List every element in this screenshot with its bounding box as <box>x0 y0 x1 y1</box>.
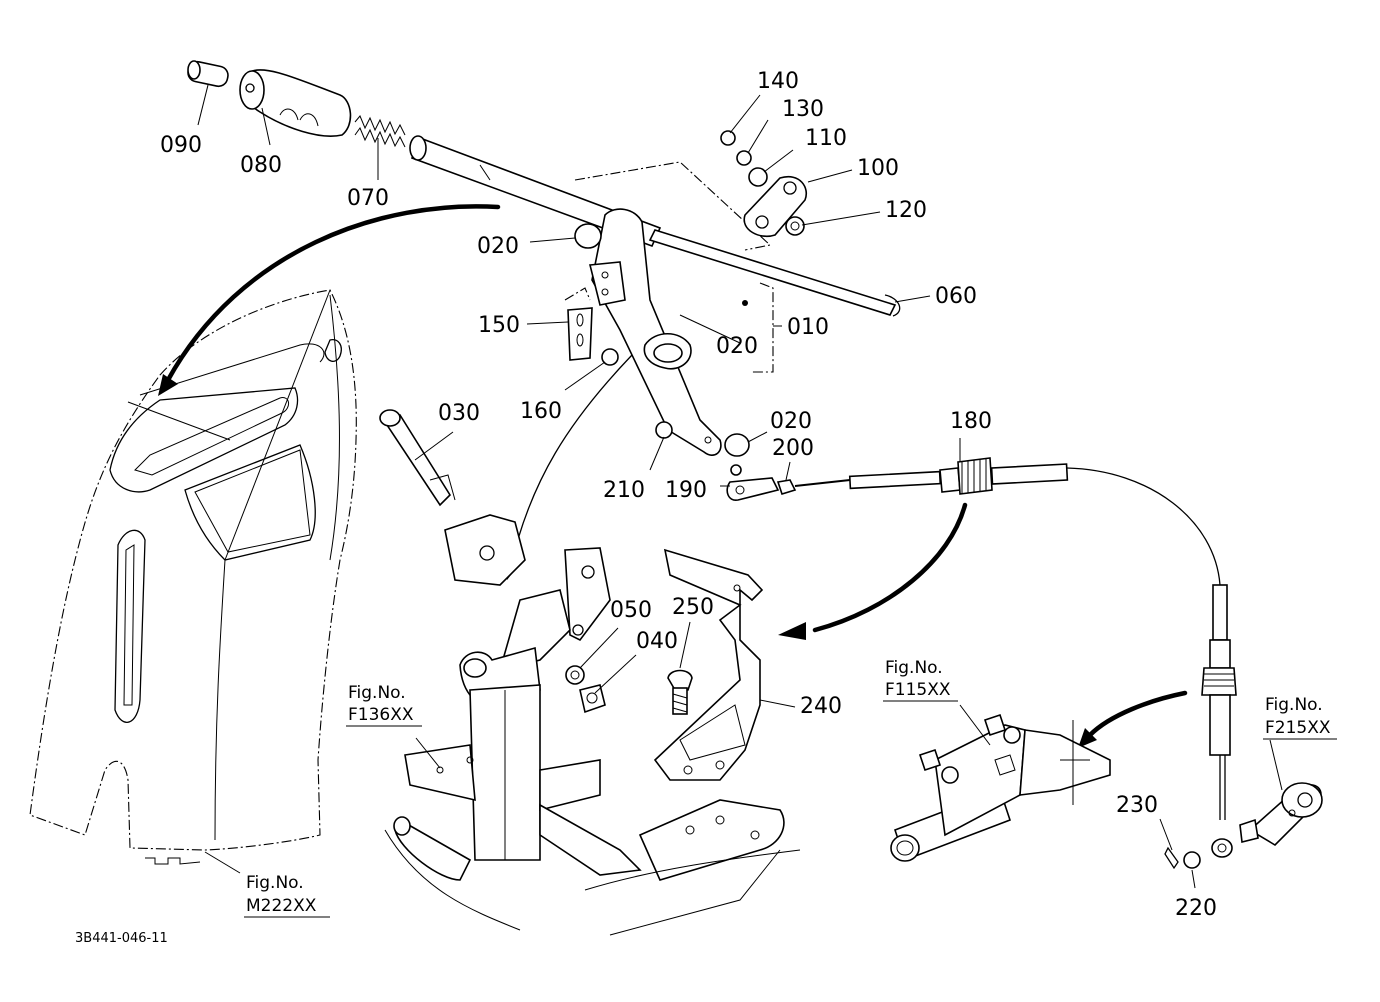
pivot-pin-030 <box>379 409 456 507</box>
callout-010: 010 <box>787 315 829 340</box>
bracket-240 <box>653 548 764 781</box>
callout-190: 190 <box>665 478 707 503</box>
callout-120: 120 <box>885 198 927 223</box>
callout-060: 060 <box>935 284 977 309</box>
transmission-bracket-f115 <box>890 713 1111 862</box>
rod-and-plate <box>574 130 901 317</box>
callout-020-low: 020 <box>770 409 812 434</box>
callout-020-top: 020 <box>477 234 519 259</box>
fig-ref-f215-prefix: Fig.No. <box>1265 695 1323 715</box>
callout-020-mid: 020 <box>716 334 758 359</box>
callout-130: 130 <box>782 97 824 122</box>
callout-030: 030 <box>438 401 480 426</box>
callout-140: 140 <box>757 69 799 94</box>
shift-cable-180 <box>776 457 1237 858</box>
lever-handle-assembly <box>187 60 662 248</box>
callout-080: 080 <box>240 153 282 178</box>
callout-200: 200 <box>772 436 814 461</box>
fig-ref-m222-number: M222XX <box>246 896 317 916</box>
bracket-150 <box>564 287 619 366</box>
fig-ref-f136-number: F136XX <box>348 705 414 725</box>
callout-150: 150 <box>478 313 520 338</box>
callout-240: 240 <box>800 694 842 719</box>
fig-ref-f215-number: F215XX <box>1265 718 1331 738</box>
callout-230: 230 <box>1116 793 1158 818</box>
shift-lever-010 <box>574 208 780 501</box>
callout-220: 220 <box>1175 896 1217 921</box>
callout-110: 110 <box>805 126 847 151</box>
figure-references: Fig.No. F136XX Fig.No. F115XX Fig.No. F2… <box>244 658 1337 918</box>
leader-lines <box>197 84 1283 889</box>
callout-070: 070 <box>347 186 389 211</box>
fig-ref-f115-number: F115XX <box>885 680 951 700</box>
callout-160: 160 <box>520 399 562 424</box>
lever-base-bracket <box>384 514 801 936</box>
callout-050: 050 <box>610 598 652 623</box>
callout-100: 100 <box>857 156 899 181</box>
callout-040: 040 <box>636 629 678 654</box>
assembly-arrows <box>158 204 1188 748</box>
callout-180: 180 <box>950 409 992 434</box>
shift-arm-f215 <box>1164 782 1323 870</box>
fig-ref-m222-prefix: Fig.No. <box>246 873 304 893</box>
callout-labels: 090 080 070 140 130 110 100 120 060 020 … <box>160 69 1217 921</box>
callout-090: 090 <box>160 133 202 158</box>
callout-250: 250 <box>672 595 714 620</box>
fig-ref-f115-prefix: Fig.No. <box>885 658 943 678</box>
callout-210: 210 <box>603 478 645 503</box>
drawing-code: 3B441-046-11 <box>75 931 168 946</box>
fig-ref-f136-prefix: Fig.No. <box>348 683 406 703</box>
console-cover <box>29 289 357 865</box>
